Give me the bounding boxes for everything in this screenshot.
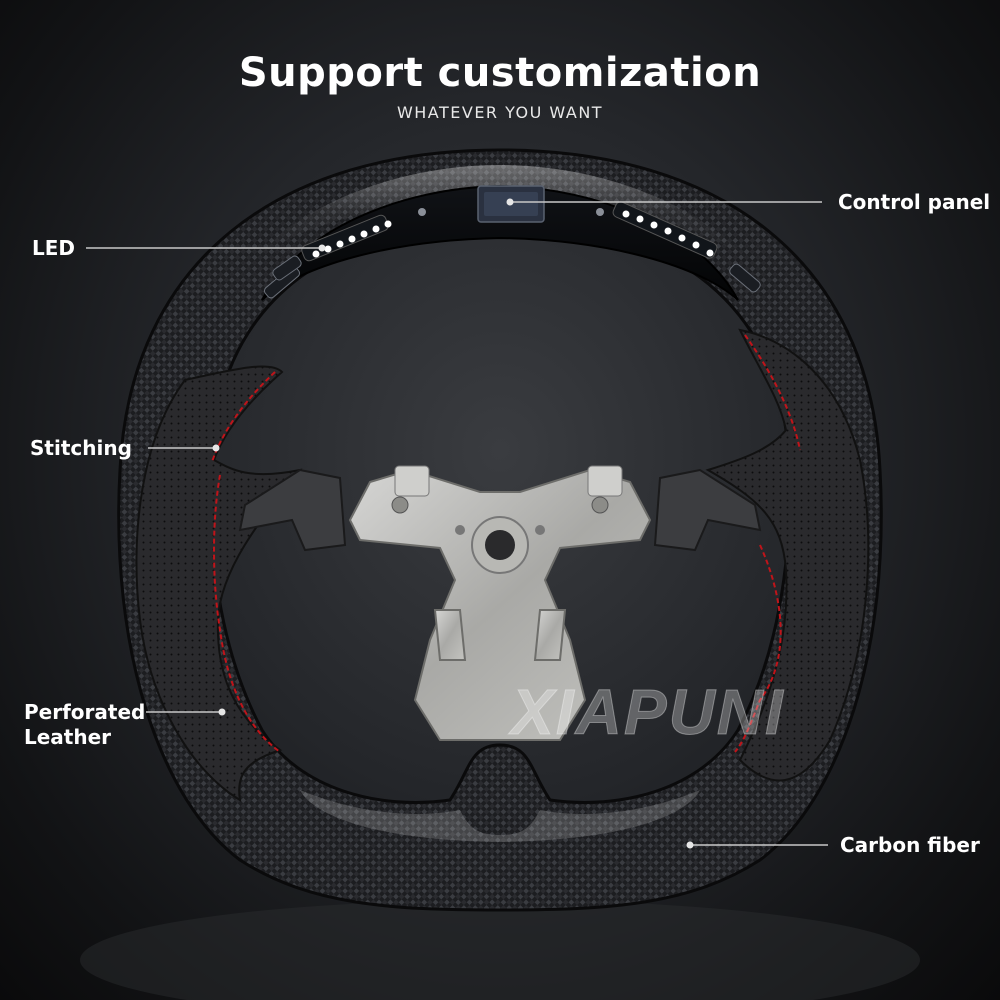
- led-lights-right: [612, 201, 761, 293]
- left-leather-grip: [135, 365, 303, 802]
- page-subtitle: WHATEVER YOU WANT: [396, 103, 604, 122]
- stitching-right: [734, 334, 801, 753]
- callout-carbon-fiber: Carbon fiber: [840, 833, 980, 857]
- callout-stitching: Stitching: [30, 436, 132, 460]
- bottom-carbon-gloss: [300, 790, 700, 842]
- watermark-logo: XIAPUNI: [508, 676, 785, 748]
- leader-lines: [86, 201, 828, 846]
- stitching-left: [211, 371, 281, 753]
- floor-reflection: [80, 900, 920, 1000]
- left-bracket: [238, 468, 347, 552]
- page-title: Support customization: [238, 50, 762, 96]
- callout-perforated-leather: Perforated Leather: [24, 700, 145, 750]
- callout-led: LED: [32, 236, 76, 260]
- leader-dots: [212, 198, 694, 849]
- right-bracket: [653, 468, 762, 552]
- callout-control-panel: Control panel: [838, 190, 991, 214]
- metal-hub: [348, 465, 652, 741]
- callout-perforated-line1: Perforated: [24, 700, 146, 724]
- callout-perforated-line2: Leather: [24, 725, 112, 749]
- rim-gloss: [250, 165, 750, 260]
- right-leather-grip: [705, 328, 870, 782]
